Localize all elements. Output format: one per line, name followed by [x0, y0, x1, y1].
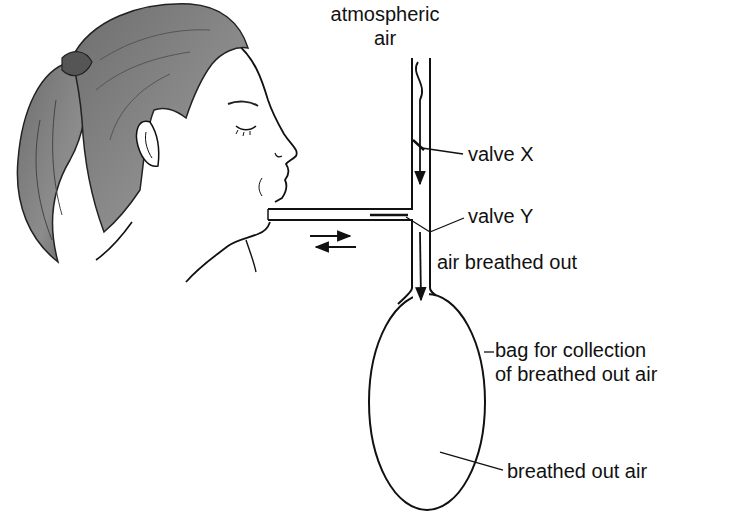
leader-lines: [406, 148, 503, 470]
bag-label: bag for collection of breathed out air: [495, 338, 745, 386]
valve-label: valve Y: [468, 204, 533, 228]
content-label: breathed out air: [507, 459, 647, 483]
girl-head: [17, 4, 296, 282]
valve-label: valve X: [468, 142, 534, 166]
flow-label: air breathed out: [437, 250, 577, 274]
inlet-label: atmospheric air: [320, 2, 450, 50]
tube-apparatus: [268, 58, 485, 510]
flow-arrows: [310, 62, 422, 300]
